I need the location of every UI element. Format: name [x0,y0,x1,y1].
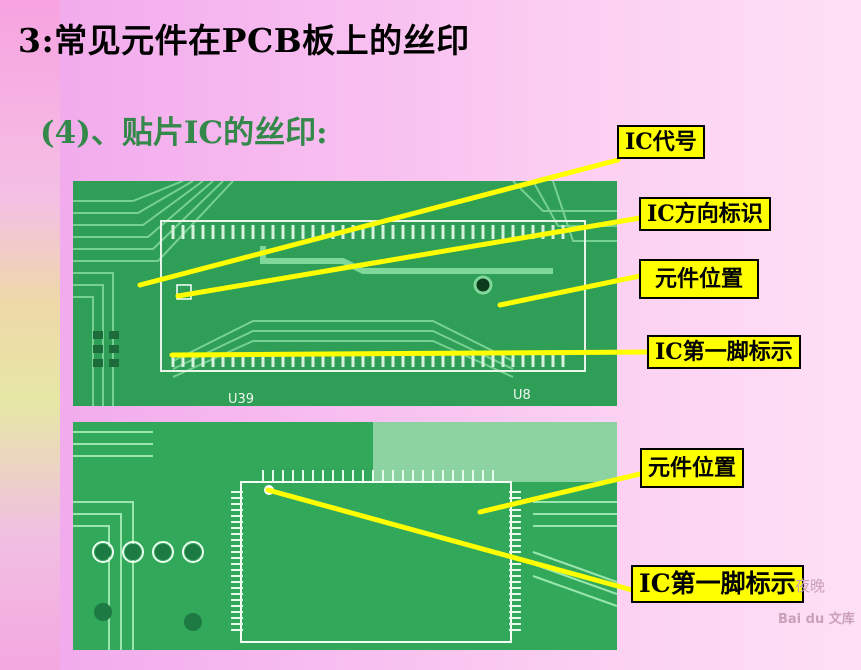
label-ic-code: IC代号 [617,125,705,159]
baidu-wenku-logo: Bai du 文库 [778,612,855,627]
label-component-position-bottom: 元件位置 [640,448,745,488]
pcb-designator-u39: U39 [228,392,254,406]
slide-subtitle: (4)、贴片IC的丝印: [40,115,328,151]
label-component-position-top: 元件位置 [639,259,760,299]
pcb-designator-u8: U8 [513,388,531,403]
label-pin1-top: IC第一脚标示 [647,335,801,369]
pcb-photo-top: U39 U8 [73,181,617,406]
pcb-photo-bottom [73,422,617,650]
left-gradient-bar [0,0,60,670]
slide-title: 3:常见元件在PCB板上的丝印 [18,21,470,60]
label-ic-direction: IC方向标识 [639,197,771,231]
label-pin1-bottom: IC第一脚标示 [631,565,804,603]
watermark-text: 夜晚 [795,577,826,595]
